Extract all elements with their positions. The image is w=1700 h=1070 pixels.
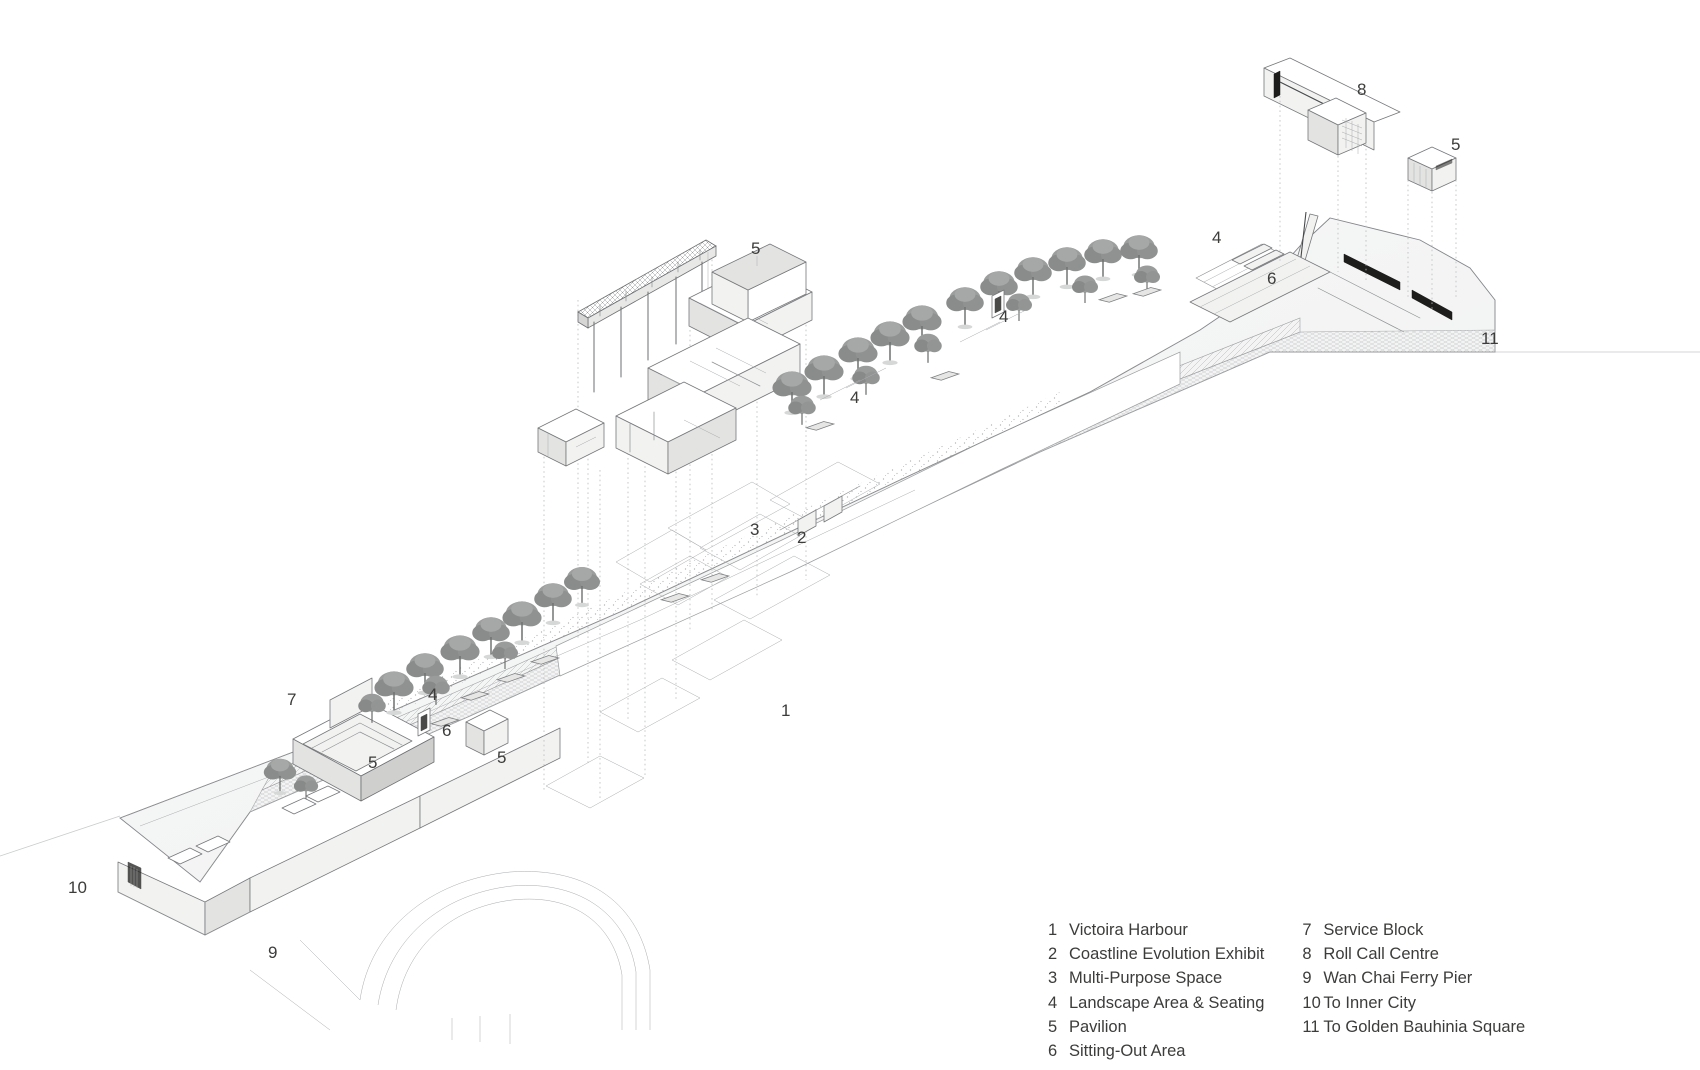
legend-item: 6 Sitting-Out Area	[1048, 1039, 1264, 1063]
legend-label: To Golden Bauhinia Square	[1323, 1017, 1526, 1036]
callout-2: 2	[797, 528, 806, 547]
info-board-upper	[991, 289, 1005, 319]
pavilion-footprints	[545, 555, 831, 809]
legend-label: Multi-Purpose Space	[1069, 969, 1223, 988]
pavilion-volume-e	[537, 408, 605, 467]
legend-item: 4 Landscape Area & Seating	[1048, 991, 1264, 1015]
legend-label: Sitting-Out Area	[1069, 1042, 1186, 1061]
callout-4d: 4	[428, 685, 437, 704]
callout-4b: 4	[999, 307, 1008, 326]
callout-4a: 4	[1212, 228, 1221, 247]
callout-6b: 6	[442, 721, 451, 740]
legend-number: 8	[1302, 945, 1312, 964]
legend-number: 2	[1048, 945, 1058, 964]
legend-column-right: 7 Service Block 8 Roll Call Centre 9 Wan…	[1302, 918, 1525, 1063]
legend-column-left: 1 Victoira Harbour 2 Coastline Evolution…	[1048, 918, 1264, 1063]
callout-5d: 5	[368, 753, 377, 772]
pavilion-volume-b	[711, 243, 807, 323]
sitting-out-sign	[417, 707, 431, 737]
callout-6a: 6	[1267, 269, 1276, 288]
legend-item: 9 Wan Chai Ferry Pier	[1302, 966, 1525, 990]
legend-label: Landscape Area & Seating	[1069, 993, 1265, 1012]
pavilion-volume-d	[615, 381, 737, 475]
east-terrace-steps	[1189, 211, 1453, 333]
kiosk-cube	[465, 709, 509, 756]
callout-4c: 4	[850, 388, 859, 407]
legend-item: 11 To Golden Bauhinia Square	[1302, 1015, 1525, 1039]
planting-strip	[376, 392, 1060, 720]
callout-3: 3	[750, 520, 759, 539]
legend-item: 10 To Inner City	[1302, 991, 1525, 1015]
callout-8: 8	[1357, 80, 1366, 99]
legend-label: Pavilion	[1069, 1017, 1127, 1036]
callout-5c: 5	[497, 748, 506, 767]
promenade-deck	[119, 217, 1496, 883]
callout-5b: 5	[751, 239, 760, 258]
callout-9: 9	[268, 943, 277, 962]
legend-number: 5	[1048, 1017, 1058, 1036]
roll-call-centre	[1263, 57, 1401, 282]
callout-7: 7	[287, 690, 296, 709]
waterfront-paving	[249, 329, 1496, 813]
coastline-exhibit-plaza	[615, 461, 881, 606]
callout-11: 11	[1481, 329, 1499, 348]
legend-item: 1 Victoira Harbour	[1048, 918, 1264, 942]
street-furniture	[167, 287, 1162, 865]
legend-item: 5 Pavilion	[1048, 1015, 1264, 1039]
harbour-water-plane	[0, 351, 1700, 857]
legend-item: 8 Roll Call Centre	[1302, 942, 1525, 966]
legend-item: 2 Coastline Evolution Exhibit	[1048, 942, 1264, 966]
legend-item: 3 Multi-Purpose Space	[1048, 966, 1264, 990]
multi-purpose-lawn	[555, 351, 1181, 677]
legend-number: 4	[1048, 993, 1058, 1012]
legend-number: 11	[1302, 1017, 1320, 1036]
legend-label: Roll Call Centre	[1323, 945, 1439, 964]
legend-label: Victoira Harbour	[1069, 921, 1188, 939]
callout-5a: 5	[1451, 135, 1460, 154]
callout-labels: 1 2 3 4 4 4 4 5 5 5 5 6 6 7 8 9 10 11	[68, 80, 1499, 962]
callout-1: 1	[781, 701, 790, 720]
legend-number: 9	[1302, 969, 1312, 988]
legend-label: To Inner City	[1323, 993, 1417, 1012]
legend-label: Service Block	[1323, 921, 1424, 939]
pergola-canopy	[577, 239, 717, 393]
callout-10: 10	[68, 878, 87, 897]
wan-chai-ferry-pier	[249, 871, 651, 1044]
legend-label: Coastline Evolution Exhibit	[1069, 945, 1265, 964]
legend-number: 1	[1048, 921, 1058, 939]
legend: 1 Victoira Harbour 2 Coastline Evolution…	[1048, 918, 1525, 1063]
site-boundary-walls	[117, 727, 561, 936]
legend-item: 7 Service Block	[1302, 918, 1525, 942]
legend-label: Wan Chai Ferry Pier	[1323, 969, 1473, 988]
legend-number: 3	[1048, 969, 1058, 988]
legend-number: 10	[1302, 993, 1321, 1012]
east-pavilion-volume	[1407, 146, 1457, 312]
legend-number: 6	[1048, 1042, 1058, 1061]
exploded-pavilion-cluster	[537, 239, 813, 800]
legend-number: 7	[1302, 921, 1312, 939]
